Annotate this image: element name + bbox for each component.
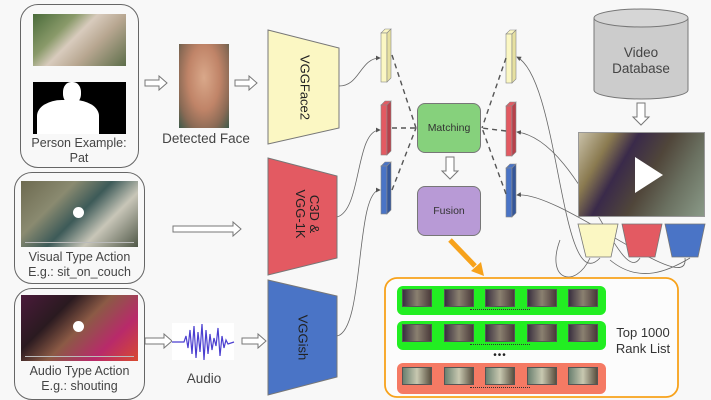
audio-waveform-icon [172,323,235,361]
vggish-label: VGGish [295,314,311,361]
rank-thumbnail[interactable] [485,324,515,342]
visual-action-card: Visual Type Action E.g.: sit_on_couch [14,172,145,284]
rank-thumbnail[interactable] [568,289,598,307]
arrow-wave-to-vggish [241,332,267,350]
play-icon[interactable] [73,321,84,332]
rank-thumbnail[interactable] [402,367,432,385]
detected-face-image [179,44,229,128]
database-video-frame[interactable] [578,132,705,217]
video-progress-bar[interactable] [25,242,134,243]
hollow-arrows [144,74,651,350]
play-icon[interactable] [73,207,84,218]
arrow-db-to-video [631,102,651,126]
arrow-visual-to-c3d [172,220,242,238]
network-to-feature-links [336,55,381,337]
arrow-person-to-face [144,74,168,92]
left-feature-bars [380,28,392,215]
rank-thumbnail[interactable] [526,289,557,307]
rank-thumbnail[interactable] [568,324,598,342]
arrow-audioclip-to-wave [144,332,173,350]
fusion-to-ranklist-arrow [448,238,484,276]
detected-face-label: Detected Face [162,131,250,146]
visual-action-label: Visual Type Action E.g.: sit_on_couch [28,250,131,279]
fusion-label: Fusion [433,205,465,217]
rank-thumbnail[interactable] [443,324,474,342]
db-face-extractor [577,223,619,258]
video-database-cylinder [593,8,689,100]
matching-dashed-links [391,54,507,195]
arrow-matching-to-fusion [440,156,460,180]
rank-thumbnail[interactable] [568,367,598,385]
rank-list-label: Top 1000 Rank List [615,325,671,356]
audio-action-label: Audio Type Action E.g.: shouting [29,364,130,393]
vggface2-network [267,29,340,145]
play-icon[interactable] [635,157,663,193]
c3d-vgg1k-label: C3D & VGG-1K [293,189,322,239]
person-mask [33,82,126,134]
c3d-vgg1k-network [267,157,338,276]
matching-label: Matching [427,122,471,134]
fusion-module: Fusion [417,186,481,236]
rank-thumbnail[interactable] [526,324,557,342]
visual-action-video[interactable] [21,181,138,247]
vggface2-label: VGGFace2 [297,54,313,121]
rank-thumbnail[interactable] [485,367,515,385]
audio-action-video[interactable] [21,295,138,361]
rank-thumbnail[interactable] [485,289,515,307]
video-database-label: Video Database [612,45,670,76]
audio-action-card: Audio Type Action E.g.: shouting [14,288,145,400]
matching-module: Matching [417,103,481,153]
video-progress-bar[interactable] [25,356,134,357]
rank-ellipsis: ••• [493,350,507,361]
db-audio-extractor [664,223,706,258]
rank-row-caption [470,309,530,311]
rank-thumbnail[interactable] [526,367,557,385]
rank-thumbnail[interactable] [443,367,474,385]
rank-row-caption [470,387,530,389]
right-feature-bars [505,29,517,218]
person-example-label: Person Example: Pat [31,136,127,165]
db-visual-extractor [621,223,663,258]
rank-thumbnail[interactable] [402,289,432,307]
vggish-network [267,279,338,396]
rank-thumbnail[interactable] [443,289,474,307]
rank-thumbnail[interactable] [402,324,432,342]
audio-label: Audio [186,371,222,386]
person-example-card: Person Example: Pat [20,4,139,168]
rank-row-caption [470,344,530,346]
person-photo [33,14,126,66]
arrow-face-to-vggface [234,74,258,92]
